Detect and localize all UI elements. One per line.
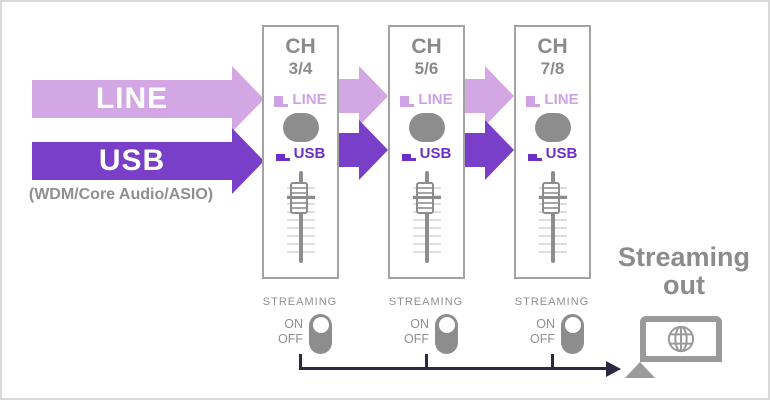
line-usb-selector-switch [534,113,571,142]
streaming-toggle-2: ON OFF [383,314,479,354]
streaming-toggle-3: ON OFF [509,314,605,354]
fader-center-mark [538,196,567,199]
line-input-label: LINE [95,82,169,115]
streaming-label-2: STREAMING [388,296,464,308]
on-label: ON [536,317,555,331]
line-option-label: LINE [292,91,327,108]
switch-up-icon [526,96,541,107]
line-flow-arrowhead-1-icon [359,66,388,126]
usb-flow-arrowhead-1-icon [359,120,388,180]
off-label: OFF [278,332,303,346]
usb-option-row: USB [390,143,463,161]
line-usb-selector-switch [408,113,445,142]
off-label: OFF [530,332,555,346]
on-label: ON [410,317,429,331]
wire-drop-3 [551,354,554,370]
channel-fader [538,171,567,267]
fader-track [424,171,429,263]
laptop-base-icon [625,362,655,378]
toggle-labels: ON OFF [278,314,303,347]
line-input-arrow: LINE [32,80,232,118]
usb-option-row: USB [516,143,589,161]
usb-input-label: USB [98,144,166,177]
line-input-arrowhead-icon [232,66,264,132]
channel-number: 5/6 [414,59,439,78]
channel-title: CH [285,35,316,58]
line-option-row: LINE [516,89,589,107]
channel-title: CH [411,35,442,58]
wire-drop-2 [425,354,428,370]
line-usb-selector-switch [282,113,319,142]
wire-bus [299,367,609,370]
channel-strip-7-8: CH 7/8 LINE USB [514,25,591,279]
fader-center-mark [412,196,441,199]
usb-flow-arrow-2 [465,133,485,167]
streaming-label-1: STREAMING [262,296,338,308]
channel-number: 7/8 [540,59,565,78]
streaming-out-line2: out [663,270,705,300]
channel-strip-3-4: CH 3/4 LINE USB [262,25,339,279]
usb-input-arrow: USB [32,142,232,180]
wire-arrowhead-icon [606,361,621,377]
toggle-switch-icon [435,314,458,354]
fader-track [550,171,555,263]
line-option-row: LINE [264,89,337,107]
wire-drop-1 [299,354,302,370]
streaming-label-3: STREAMING [514,296,590,308]
usb-option-label: USB [419,145,452,162]
channel-fader [286,171,315,267]
streaming-out-line1: Streaming [617,242,751,272]
switch-up-icon [400,96,415,107]
toggle-switch-icon [561,314,584,354]
usb-flow-arrow-1 [339,133,359,167]
usb-driver-note: (WDM/Core Audio/ASIO) [28,186,214,203]
usb-input-arrowhead-icon [232,128,264,194]
line-option-row: LINE [390,89,463,107]
line-flow-arrowhead-2-icon [485,66,514,126]
channel-number: 3/4 [288,59,313,78]
globe-icon [667,325,695,353]
usb-flow-arrowhead-2-icon [485,120,514,180]
switch-up-icon [274,96,289,107]
line-option-label: LINE [418,91,453,108]
switch-down-icon [527,154,542,161]
off-label: OFF [404,332,429,346]
usb-option-label: USB [293,145,326,162]
channel-title: CH [537,35,568,58]
toggle-labels: ON OFF [530,314,555,347]
line-option-label: LINE [544,91,579,108]
line-flow-arrow-1 [339,79,359,113]
toggle-switch-icon [309,314,332,354]
channel-strip-5-6: CH 5/6 LINE USB [388,25,465,279]
switch-down-icon [401,154,416,161]
on-label: ON [284,317,303,331]
usb-option-row: USB [264,143,337,161]
streaming-toggle-1: ON OFF [257,314,353,354]
streaming-out-title: Streaming out [614,243,754,299]
laptop-icon [640,316,722,362]
fader-center-mark [286,196,315,199]
line-flow-arrow-2 [465,79,485,113]
usb-option-label: USB [545,145,578,162]
channel-fader [412,171,441,267]
fader-track [298,171,303,263]
switch-down-icon [275,154,290,161]
toggle-labels: ON OFF [404,314,429,347]
